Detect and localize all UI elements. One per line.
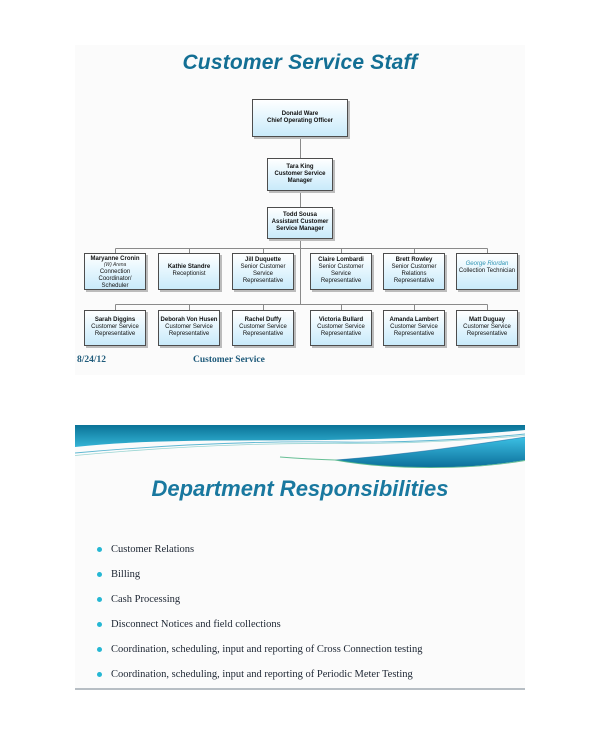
slide-customer-service-staff: Customer Service Staff Donald Ware xyxy=(75,45,525,375)
bullet-icon xyxy=(97,672,102,677)
person-name: Jill Duquette xyxy=(244,257,281,263)
org-chart: Donald Ware Chief Operating Officer Tara… xyxy=(75,45,525,375)
person-name: Amanda Lambert xyxy=(389,317,439,323)
bullet-icon xyxy=(97,622,102,627)
org-box-row2-3: Rachel Duffy Customer Service Representa… xyxy=(232,310,294,346)
list-item-text: Customer Relations xyxy=(111,544,195,555)
bullet-icon xyxy=(97,647,102,652)
person-name: Claire Lombardi xyxy=(318,257,364,263)
list-item-text: Disconnect Notices and field collections xyxy=(111,619,281,630)
bullet-icon xyxy=(97,597,102,602)
person-title: Senior Customer Service Representative xyxy=(240,264,286,285)
person-name: Donald Ware xyxy=(281,111,319,117)
list-item: Cash Processing xyxy=(75,587,525,612)
org-box-row2-2: Deborah Von Husen Customer Service Repre… xyxy=(158,310,220,346)
person-title: Connection Coordinator/ Scheduler xyxy=(98,268,132,290)
org-box-row2-6: Matt Duguay Customer Service Representat… xyxy=(456,310,518,346)
person-name: Matt Duguay xyxy=(469,317,505,323)
responsibilities-list: Customer Relations Billing Cash Processi… xyxy=(75,537,525,687)
org-box-row2-4: Victoria Bullard Customer Service Repres… xyxy=(310,310,372,346)
person-title: Customer Service Representative xyxy=(463,324,511,338)
list-item-text: Coordination, scheduling, input and repo… xyxy=(111,669,413,680)
person-title: Customer Service Manager xyxy=(274,171,326,185)
list-item-text: Coordination, scheduling, input and repo… xyxy=(111,644,423,655)
person-title: Senior Customer Service Representative xyxy=(318,264,364,285)
org-box-row1-4: Claire Lombardi Senior Customer Service … xyxy=(310,253,372,290)
person-title: Assistant Customer Service Manager xyxy=(271,219,329,233)
list-item: Customer Relations xyxy=(75,537,525,562)
org-box-row1-1: Maryanne Cronin (W) Arena Connection Coo… xyxy=(84,253,146,290)
list-item-text: Billing xyxy=(111,569,141,580)
person-title: Customer Service Representative xyxy=(317,324,365,338)
org-box-row1-2: Kathie Standre Receptionist xyxy=(158,253,220,290)
person-name: Sarah Diggins xyxy=(94,317,136,323)
person-name: Todd Sousa xyxy=(283,212,317,218)
org-box-coo: Donald Ware Chief Operating Officer xyxy=(252,99,348,137)
person-name: Tara King xyxy=(286,164,314,170)
org-connector-lines xyxy=(115,137,488,310)
org-box-assistant: Todd Sousa Assistant Customer Service Ma… xyxy=(267,207,333,239)
list-item: Disconnect Notices and field collections xyxy=(75,612,525,637)
slide2-title: Department Responsibilities xyxy=(151,476,449,501)
list-item: Coordination, scheduling, input and repo… xyxy=(75,662,525,687)
bullet-icon xyxy=(97,547,102,552)
org-box-row1-3: Jill Duquette Senior Customer Service Re… xyxy=(232,253,294,290)
person-name: Kathie Standre xyxy=(167,264,211,270)
person-title: Senior Customer Relations Representative xyxy=(391,264,437,285)
slide-department-responsibilities: Department Responsibilities Customer Rel… xyxy=(75,425,525,690)
org-box-row1-5: Brett Rowley Senior Customer Relations R… xyxy=(383,253,445,290)
person-name: Victoria Bullard xyxy=(318,317,364,323)
person-title: Chief Operating Officer xyxy=(266,118,333,125)
person-title: Customer Service Representative xyxy=(91,324,139,338)
bullet-icon xyxy=(97,572,102,577)
person-title: Customer Service Representative xyxy=(165,324,213,338)
person-name: Deborah Von Husen xyxy=(160,317,218,323)
list-item: Billing xyxy=(75,562,525,587)
list-item: Coordination, scheduling, input and repo… xyxy=(75,637,525,662)
footer-label: Customer Service xyxy=(193,355,265,365)
person-title: Collection Technician xyxy=(458,268,516,275)
person-title: Receptionist xyxy=(172,271,206,278)
person-name: Maryanne Cronin xyxy=(90,256,140,262)
person-name: Brett Rowley xyxy=(395,257,433,263)
list-item-text: Cash Processing xyxy=(111,594,181,605)
org-box-row1-6: George Riordan Collection Technician xyxy=(456,253,518,290)
person-name: Rachel Duffy xyxy=(244,317,282,323)
slide1-title: Customer Service Staff xyxy=(182,51,418,74)
person-name: George Riordan xyxy=(465,261,509,267)
org-box-row2-5: Amanda Lambert Customer Service Represen… xyxy=(383,310,445,346)
org-box-row2-1: Sarah Diggins Customer Service Represent… xyxy=(84,310,146,346)
wave-banner-graphic xyxy=(75,425,525,469)
person-title: Customer Service Representative xyxy=(390,324,438,338)
footer-date: 8/24/12 xyxy=(77,355,107,365)
org-box-manager: Tara King Customer Service Manager xyxy=(267,158,333,191)
person-title: Customer Service Representative xyxy=(239,324,287,338)
person-note: (W) Arena xyxy=(103,262,127,269)
